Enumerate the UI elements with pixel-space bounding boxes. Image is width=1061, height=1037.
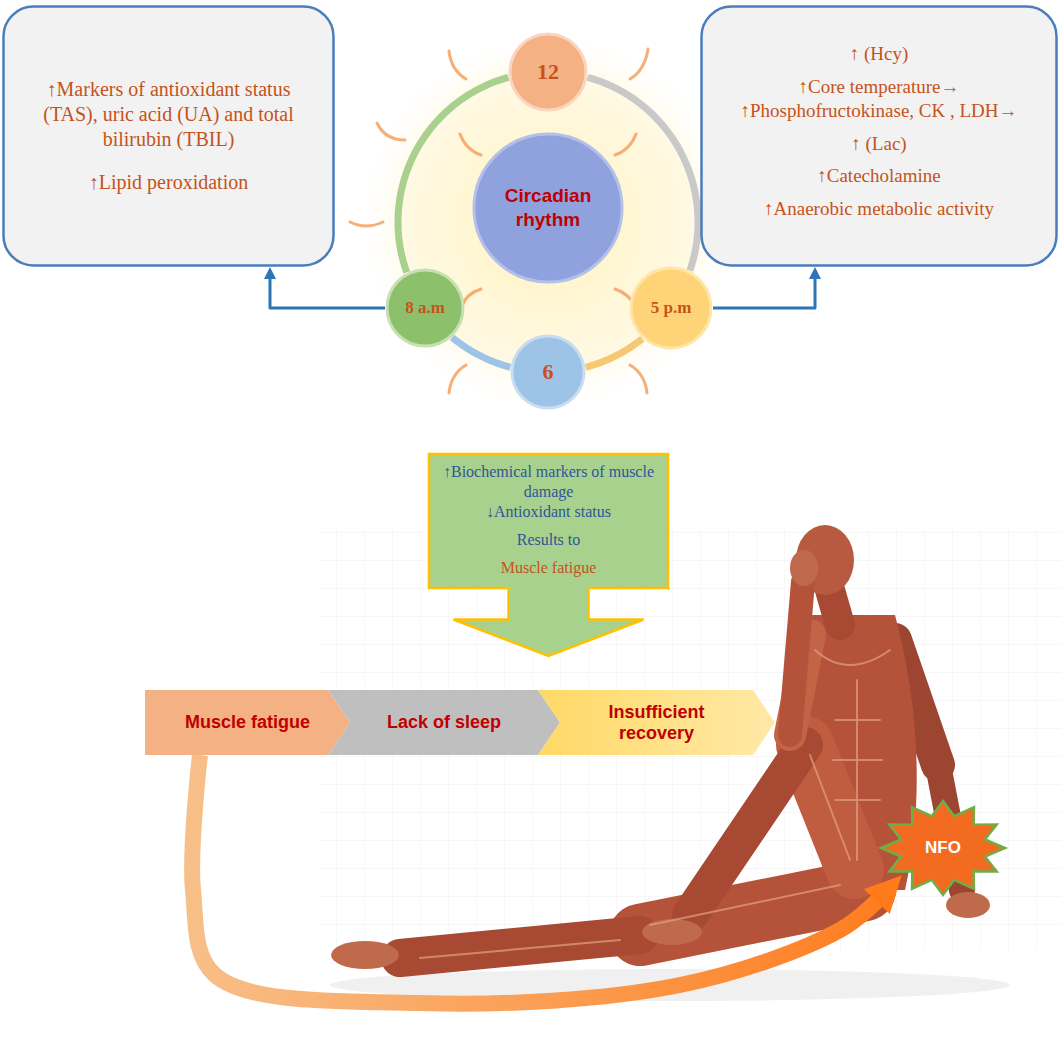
node-text: ↑Markers of antioxidant status (TAS), ur… bbox=[22, 77, 315, 152]
clock-circle: 12 bbox=[508, 32, 588, 112]
text-group: ↑ (Hcy) ↑Core temperature→ ↑Phosphofructo… bbox=[724, 42, 1034, 230]
clock-circle: 5 p.m bbox=[629, 266, 713, 350]
marker-panel: ↑Markers of antioxidant status (TAS), ur… bbox=[2, 5, 335, 267]
node-text: ↑ (Lac) bbox=[724, 132, 1034, 156]
text-group: Muscle fatigue bbox=[184, 712, 312, 733]
text-group: ↑Biochemical markers of muscle damage↓An… bbox=[439, 462, 658, 578]
process-chevron: Lack of sleep bbox=[328, 690, 560, 755]
process-chevron: Muscle fatigue bbox=[145, 690, 350, 755]
marker-panel: ↑ (Hcy) ↑Core temperature→ ↑Phosphofructo… bbox=[700, 5, 1058, 267]
result-callout-outline bbox=[427, 452, 670, 658]
text-group: NFO bbox=[925, 837, 961, 858]
result-callout: ↑Biochemical markers of muscle damage↓An… bbox=[427, 452, 670, 658]
clock-circle: 8 a.m bbox=[385, 268, 465, 348]
text-group: Insufficient recovery bbox=[593, 702, 721, 743]
background-grid bbox=[320, 530, 1061, 950]
node-text: 8 a.m bbox=[405, 297, 445, 318]
text-group: 12 bbox=[537, 58, 559, 86]
center-circle: Circadian rhythm bbox=[472, 132, 624, 284]
node-text: Lack of sleep bbox=[380, 712, 508, 733]
node-text: ↑Lipid peroxidation bbox=[22, 170, 315, 195]
text-group: Lack of sleep bbox=[380, 712, 508, 733]
node-text: ↑Catecholamine bbox=[724, 164, 1034, 188]
process-chevron: Insufficient recovery bbox=[538, 690, 775, 755]
arrow-connector bbox=[713, 277, 815, 308]
node-text: ↑Core temperature→ ↑Phosphofructokinase,… bbox=[724, 75, 1034, 123]
node-text: Muscle fatigue bbox=[439, 558, 658, 578]
node-text: Results to bbox=[439, 530, 658, 550]
text-group: 8 a.m bbox=[405, 297, 445, 318]
ring-arc bbox=[586, 339, 643, 368]
node-text: ↑Biochemical markers of muscle damage bbox=[439, 462, 658, 502]
text-group: Circadian rhythm bbox=[493, 184, 603, 232]
center-circle-outline bbox=[472, 132, 624, 284]
node-text: ↑Anaerobic metabolic activity bbox=[724, 197, 1034, 221]
node-text: ↓Antioxidant status bbox=[439, 502, 658, 522]
node-text: Muscle fatigue bbox=[184, 712, 312, 733]
node-text: Insufficient recovery bbox=[593, 702, 721, 743]
athlete-figure bbox=[330, 525, 1010, 1001]
sun-glow bbox=[358, 32, 738, 412]
node-text: 6 bbox=[543, 358, 554, 386]
node-text: 5 p.m bbox=[651, 297, 692, 318]
clock-circle: 6 bbox=[510, 334, 586, 410]
node-text: NFO bbox=[925, 837, 961, 858]
cycle-arrow bbox=[192, 755, 882, 1004]
arrow-connector bbox=[270, 277, 385, 308]
node-text: ↑ (Hcy) bbox=[724, 42, 1034, 66]
ring-arc bbox=[452, 337, 510, 367]
text-group: 5 p.m bbox=[651, 297, 692, 318]
text-group: 6 bbox=[543, 358, 554, 386]
outcome-burst: NFO bbox=[878, 798, 1008, 898]
node-text: Circadian rhythm bbox=[493, 184, 603, 232]
sun-rays bbox=[350, 49, 648, 393]
text-group: ↑Markers of antioxidant status (TAS), ur… bbox=[22, 77, 315, 195]
node-text: 12 bbox=[537, 58, 559, 86]
